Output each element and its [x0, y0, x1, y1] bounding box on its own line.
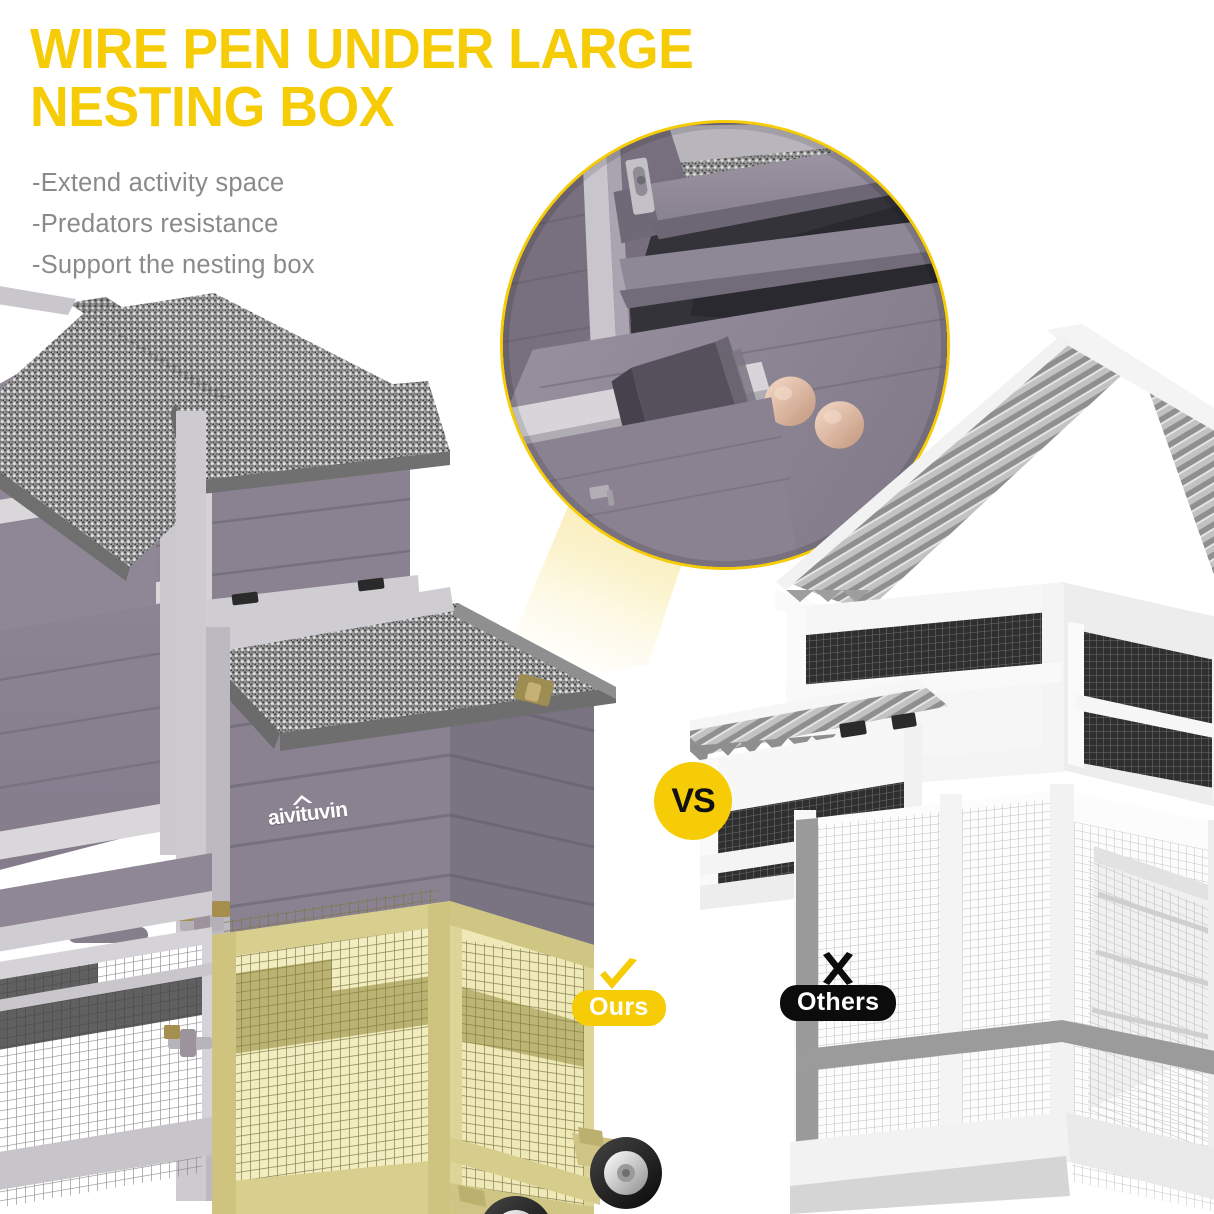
vs-label: VS — [671, 781, 715, 820]
feature-bullet: -Extend activity space — [32, 169, 285, 197]
product-image-ours — [0, 275, 680, 1214]
house-roof-icon — [292, 795, 313, 806]
page-title: WIRE PEN UNDER LARGE NESTING BOX — [30, 20, 791, 136]
headline-line-2: NESTING BOX — [30, 75, 394, 139]
x-mark-icon — [823, 952, 854, 985]
feature-bullet: -Support the nesting box — [32, 251, 315, 279]
product-image-others — [690, 290, 1214, 1214]
headline-line-1: WIRE PEN UNDER LARGE — [30, 17, 694, 81]
caster-wheel — [450, 1185, 548, 1214]
feature-bullet: -Predators resistance — [32, 210, 279, 238]
others-badge: Others — [780, 952, 897, 1021]
caster-wheel — [572, 1127, 662, 1209]
ours-label: Ours — [572, 990, 666, 1026]
others-label: Others — [780, 985, 897, 1021]
feature-bullet-list: -Extend activity space -Predators resist… — [32, 163, 452, 286]
nesting-box-closeup-inset — [500, 120, 950, 570]
brand-logo: aivituvin — [267, 795, 349, 830]
check-mark-icon — [599, 958, 637, 989]
ours-badge: Ours — [572, 958, 666, 1026]
vs-badge: VS — [654, 762, 732, 840]
